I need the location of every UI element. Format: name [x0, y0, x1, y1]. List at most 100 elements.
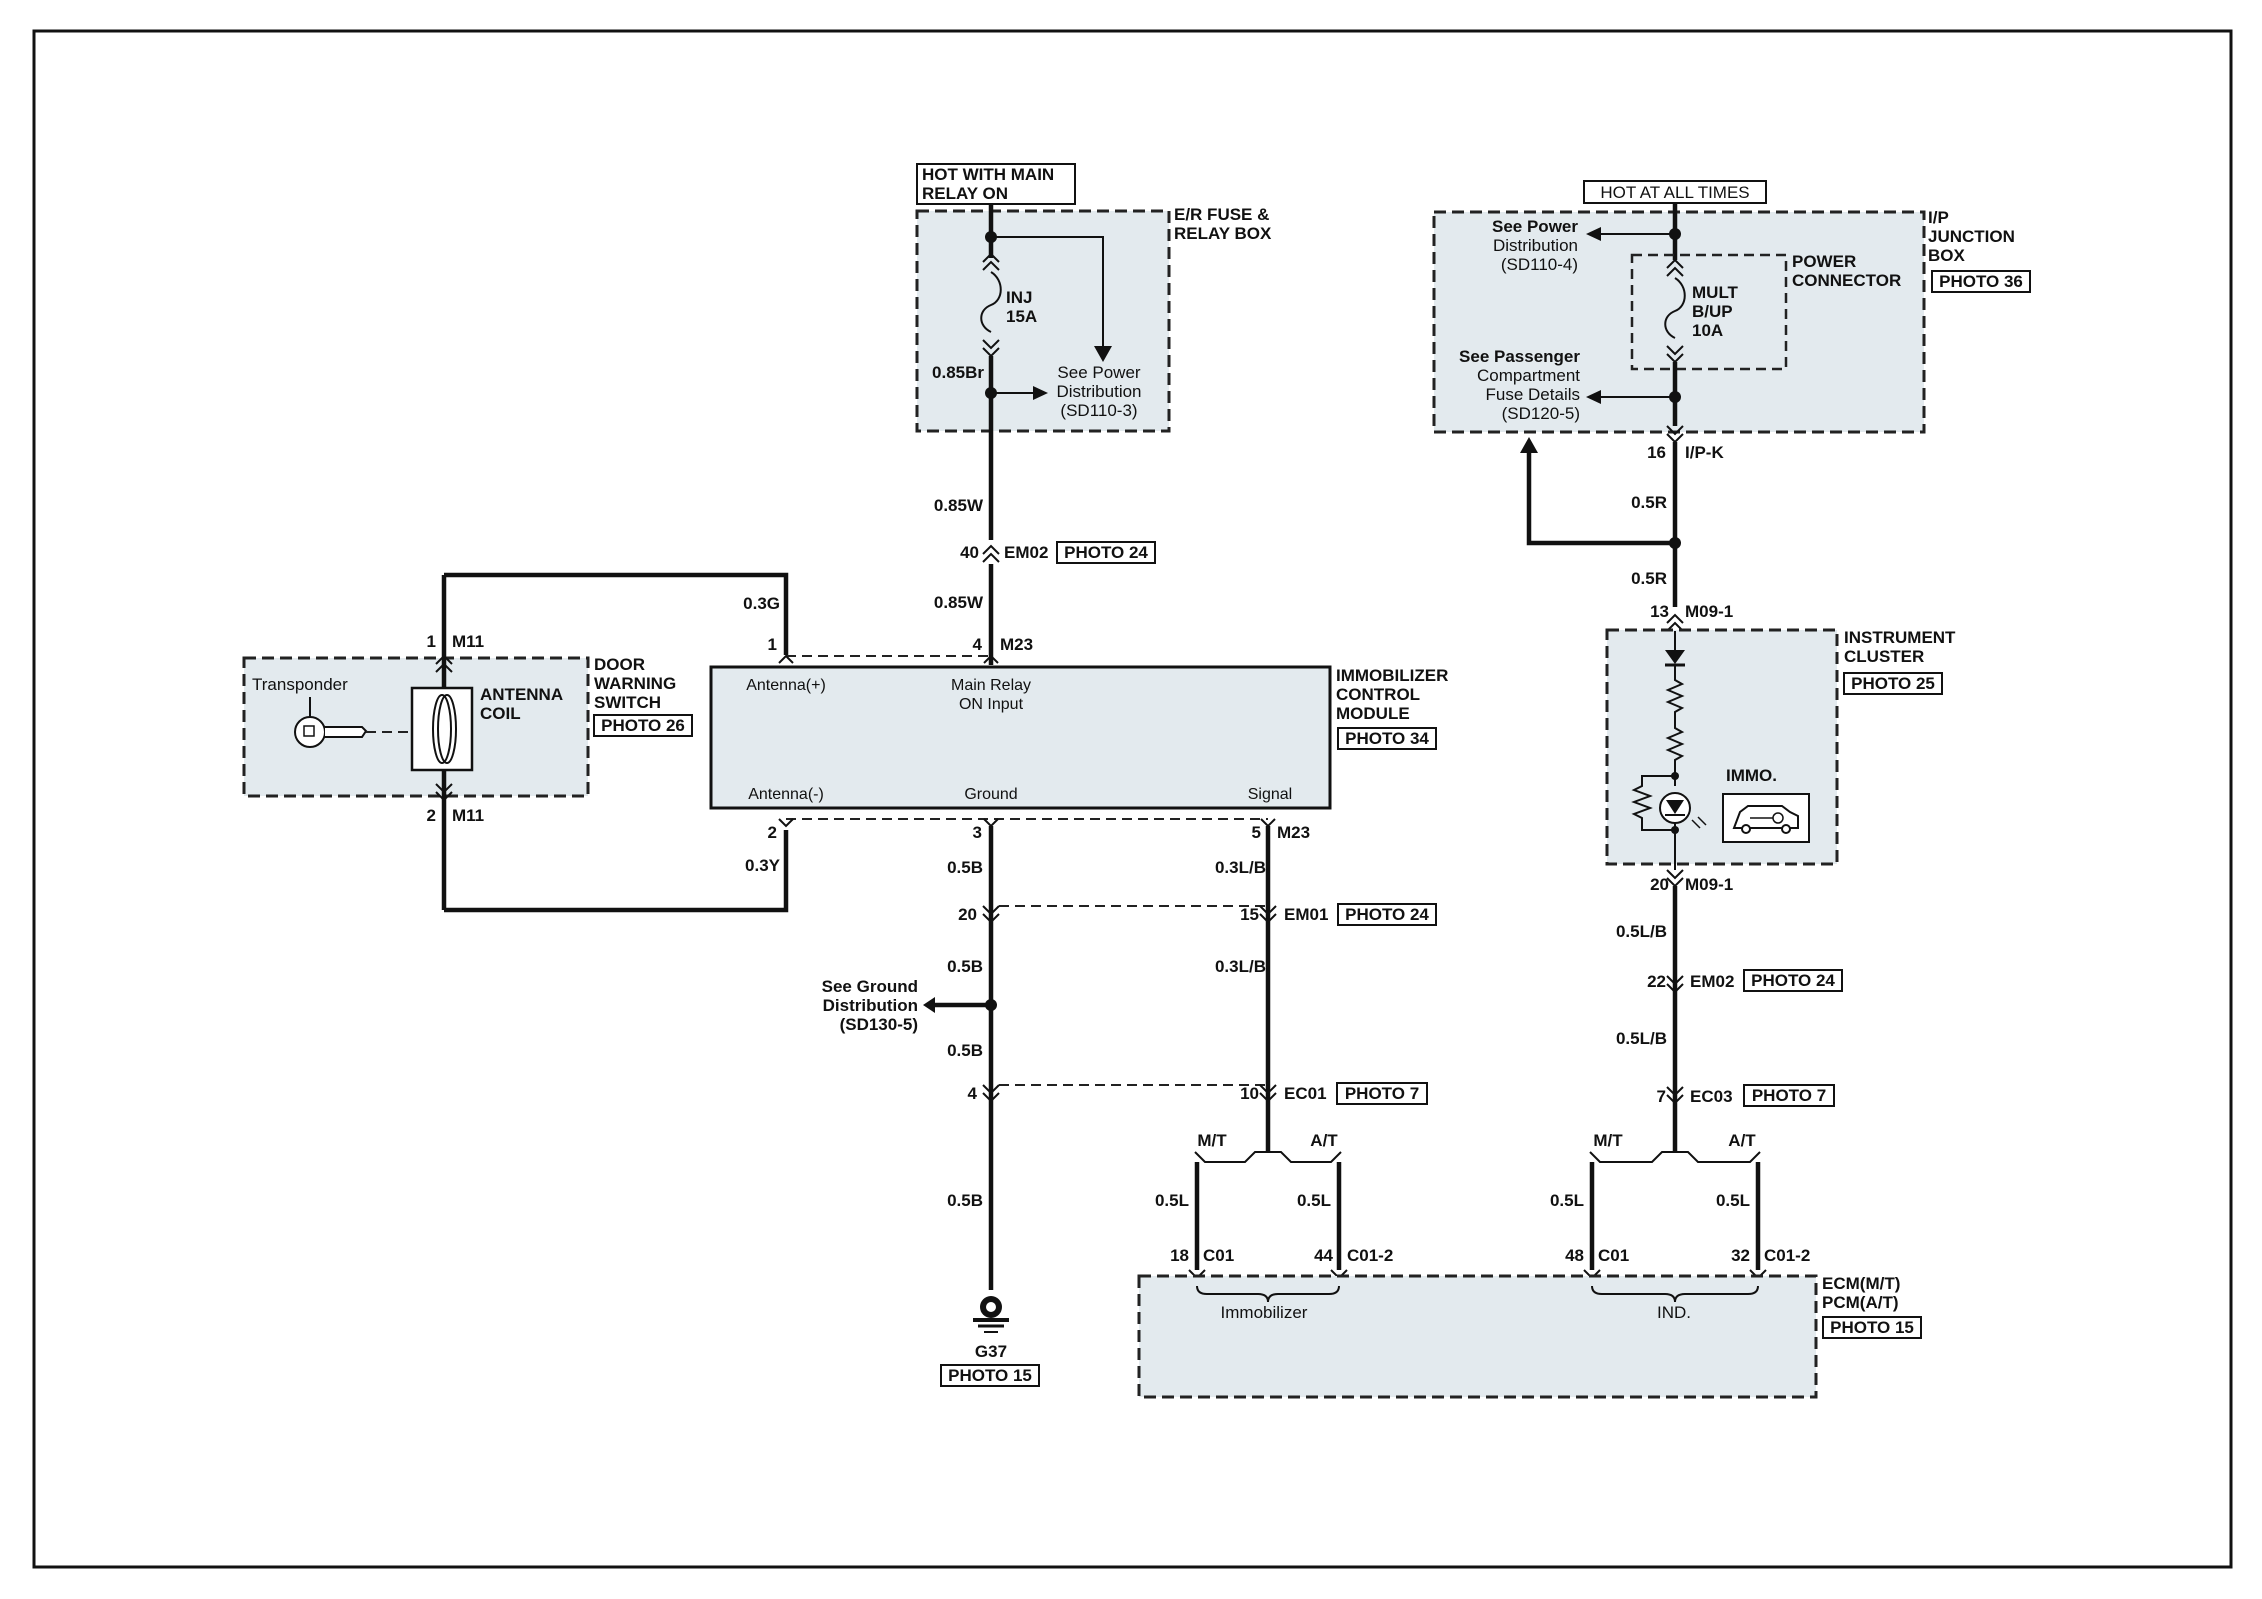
- em01-pin-15: 15: [1240, 905, 1259, 924]
- icm-title3: MODULE: [1336, 704, 1410, 723]
- at-split-right-right: [1675, 1151, 1761, 1163]
- em01-photo: PHOTO 24: [1345, 905, 1429, 924]
- connector-ec01-icon: [1259, 1084, 1277, 1103]
- wire-085br: 0.85Br: [932, 363, 984, 382]
- wire-085w-upper: 0.85W: [934, 496, 984, 515]
- ec01-label: EC01: [1284, 1084, 1327, 1103]
- wire-05l-1: 0.5L: [1155, 1191, 1189, 1210]
- icm-title1: IMMOBILIZER: [1336, 666, 1448, 685]
- ind-brace: [1591, 1285, 1759, 1303]
- icm-antenna-neg: Antenna(-): [748, 786, 824, 803]
- door-switch-title1: DOOR: [594, 655, 645, 674]
- m09-top-label: M09-1: [1685, 602, 1733, 621]
- icm-main-relay-line2: ON Input: [959, 696, 1024, 713]
- m11-pin-1: 1: [427, 632, 436, 651]
- antenna-coil-label2: COIL: [480, 704, 521, 723]
- pin-1-terminal: [778, 654, 794, 664]
- arrow-left-icon: [1586, 390, 1601, 404]
- icm-photo: PHOTO 34: [1345, 729, 1429, 748]
- ip-box-title2: JUNCTION: [1928, 227, 2015, 246]
- arrow-left-icon: [923, 997, 935, 1013]
- wire-05b-4: 0.5B: [947, 1191, 983, 1210]
- ecm-c01-b: C01: [1598, 1246, 1629, 1265]
- wire-05r-branch: [1526, 452, 1675, 546]
- see-ground-line1: See Ground: [822, 977, 918, 996]
- wire-05b-1: 0.5B: [947, 858, 983, 877]
- arrow-down-icon: [1094, 346, 1112, 362]
- wire-085w-lower: 0.85W: [934, 593, 984, 612]
- arrow-up-icon: [1520, 437, 1538, 453]
- see-ground-line3: (SD130-5): [840, 1015, 918, 1034]
- fuse-mult-label3: 10A: [1692, 321, 1723, 340]
- door-switch-title2: WARNING: [594, 674, 676, 693]
- fuse-inj-label: INJ: [1006, 288, 1032, 307]
- ecm-immobilizer: Immobilizer: [1221, 1303, 1308, 1322]
- power-connector-label2: CONNECTOR: [1792, 271, 1901, 290]
- see-power-sd110-4-line3: (SD110-4): [1501, 255, 1578, 274]
- immobilizer-brace: [1196, 1285, 1340, 1303]
- fuse-mult-label2: B/UP: [1692, 302, 1733, 321]
- diode-icon: [1665, 650, 1685, 664]
- ground-photo: PHOTO 15: [948, 1366, 1032, 1385]
- pin-5-terminal: [1260, 818, 1276, 828]
- m11-bottom-label: M11: [452, 806, 484, 825]
- icm-title2: CONTROL: [1336, 685, 1420, 704]
- em01-label: EM01: [1284, 905, 1328, 924]
- resistor-icon: [1631, 775, 1675, 831]
- icm-antenna-pos: Antenna(+): [746, 677, 826, 694]
- m09-bottom-label: M09-1: [1685, 875, 1733, 894]
- connector-m09-top-icon: [1666, 613, 1684, 632]
- ec01-pin-4: 4: [968, 1084, 978, 1103]
- em02-pin-40: 40: [960, 543, 979, 562]
- icm-pin-1: 1: [768, 635, 777, 654]
- ec03-mt-label: M/T: [1593, 1131, 1623, 1150]
- ecm-title1: ECM(M/T): [1822, 1274, 1900, 1293]
- wire-05lb-1: 0.5L/B: [1616, 922, 1667, 941]
- pin-2-terminal: [778, 818, 794, 828]
- icm-pin-2: 2: [768, 823, 777, 842]
- immobilizer-control-module: [709, 665, 1332, 810]
- hot-main-relay-box: [916, 163, 1076, 205]
- connector-m09-bottom-icon: [1666, 869, 1684, 888]
- m11-top-label: M11: [452, 632, 484, 651]
- pin-3-terminal: [983, 818, 999, 828]
- connector-em02-icon: [982, 544, 1000, 563]
- see-power-sd110-3-line2: Distribution: [1056, 382, 1141, 401]
- wire-03lb-2: 0.3L/B: [1215, 957, 1266, 976]
- door-switch-title3: SWITCH: [594, 693, 661, 712]
- wire-03y-label: 0.3Y: [745, 856, 781, 875]
- wire-05b-3: 0.5B: [947, 1041, 983, 1060]
- em02-photo: PHOTO 24: [1064, 543, 1148, 562]
- resistor-icon: [1665, 665, 1685, 786]
- see-pass-line2: Compartment: [1477, 366, 1580, 385]
- connector-em01-icon: [1259, 905, 1277, 924]
- power-branch-line: [991, 236, 1104, 350]
- em01-pin-20: 20: [958, 905, 977, 924]
- wire-05r-1: 0.5R: [1631, 493, 1667, 512]
- em02-right-label: EM02: [1690, 972, 1734, 991]
- see-power-sd110-4-line1: See Power: [1492, 217, 1578, 236]
- ecm-c012-a: C01-2: [1347, 1246, 1393, 1265]
- m09-pin-13: 13: [1650, 602, 1669, 621]
- m11-pin-2: 2: [427, 806, 436, 825]
- mt-split-left-right: [1589, 1151, 1675, 1163]
- connector-m11-top-icon: [435, 654, 453, 673]
- connector-ec03-icon: [1666, 1086, 1684, 1105]
- icm-m23-bottom: M23: [1277, 823, 1310, 842]
- connector-em02-right-icon: [1666, 975, 1684, 994]
- see-power-sd110-4-line2: Distribution: [1493, 236, 1578, 255]
- ecm-pin-18: 18: [1170, 1246, 1189, 1265]
- cluster-title2: CLUSTER: [1844, 647, 1924, 666]
- ecm-pin-48: 48: [1565, 1246, 1584, 1265]
- ec03-photo: PHOTO 7: [1752, 1086, 1826, 1105]
- antenna-coil-label1: ANTENNA: [480, 685, 563, 704]
- see-power-sd110-3-line3: (SD110-3): [1060, 401, 1137, 420]
- ecm-pcm-box: [1137, 1274, 1818, 1399]
- wire-05b-2: 0.5B: [947, 957, 983, 976]
- ground-g37: G37: [975, 1342, 1007, 1361]
- em02-label: EM02: [1004, 543, 1048, 562]
- fuse-inj-icon: [980, 271, 1002, 333]
- ec01-pin-10: 10: [1240, 1084, 1259, 1103]
- see-pass-line4: (SD120-5): [1502, 404, 1580, 423]
- ecm-c012-b: C01-2: [1764, 1246, 1810, 1265]
